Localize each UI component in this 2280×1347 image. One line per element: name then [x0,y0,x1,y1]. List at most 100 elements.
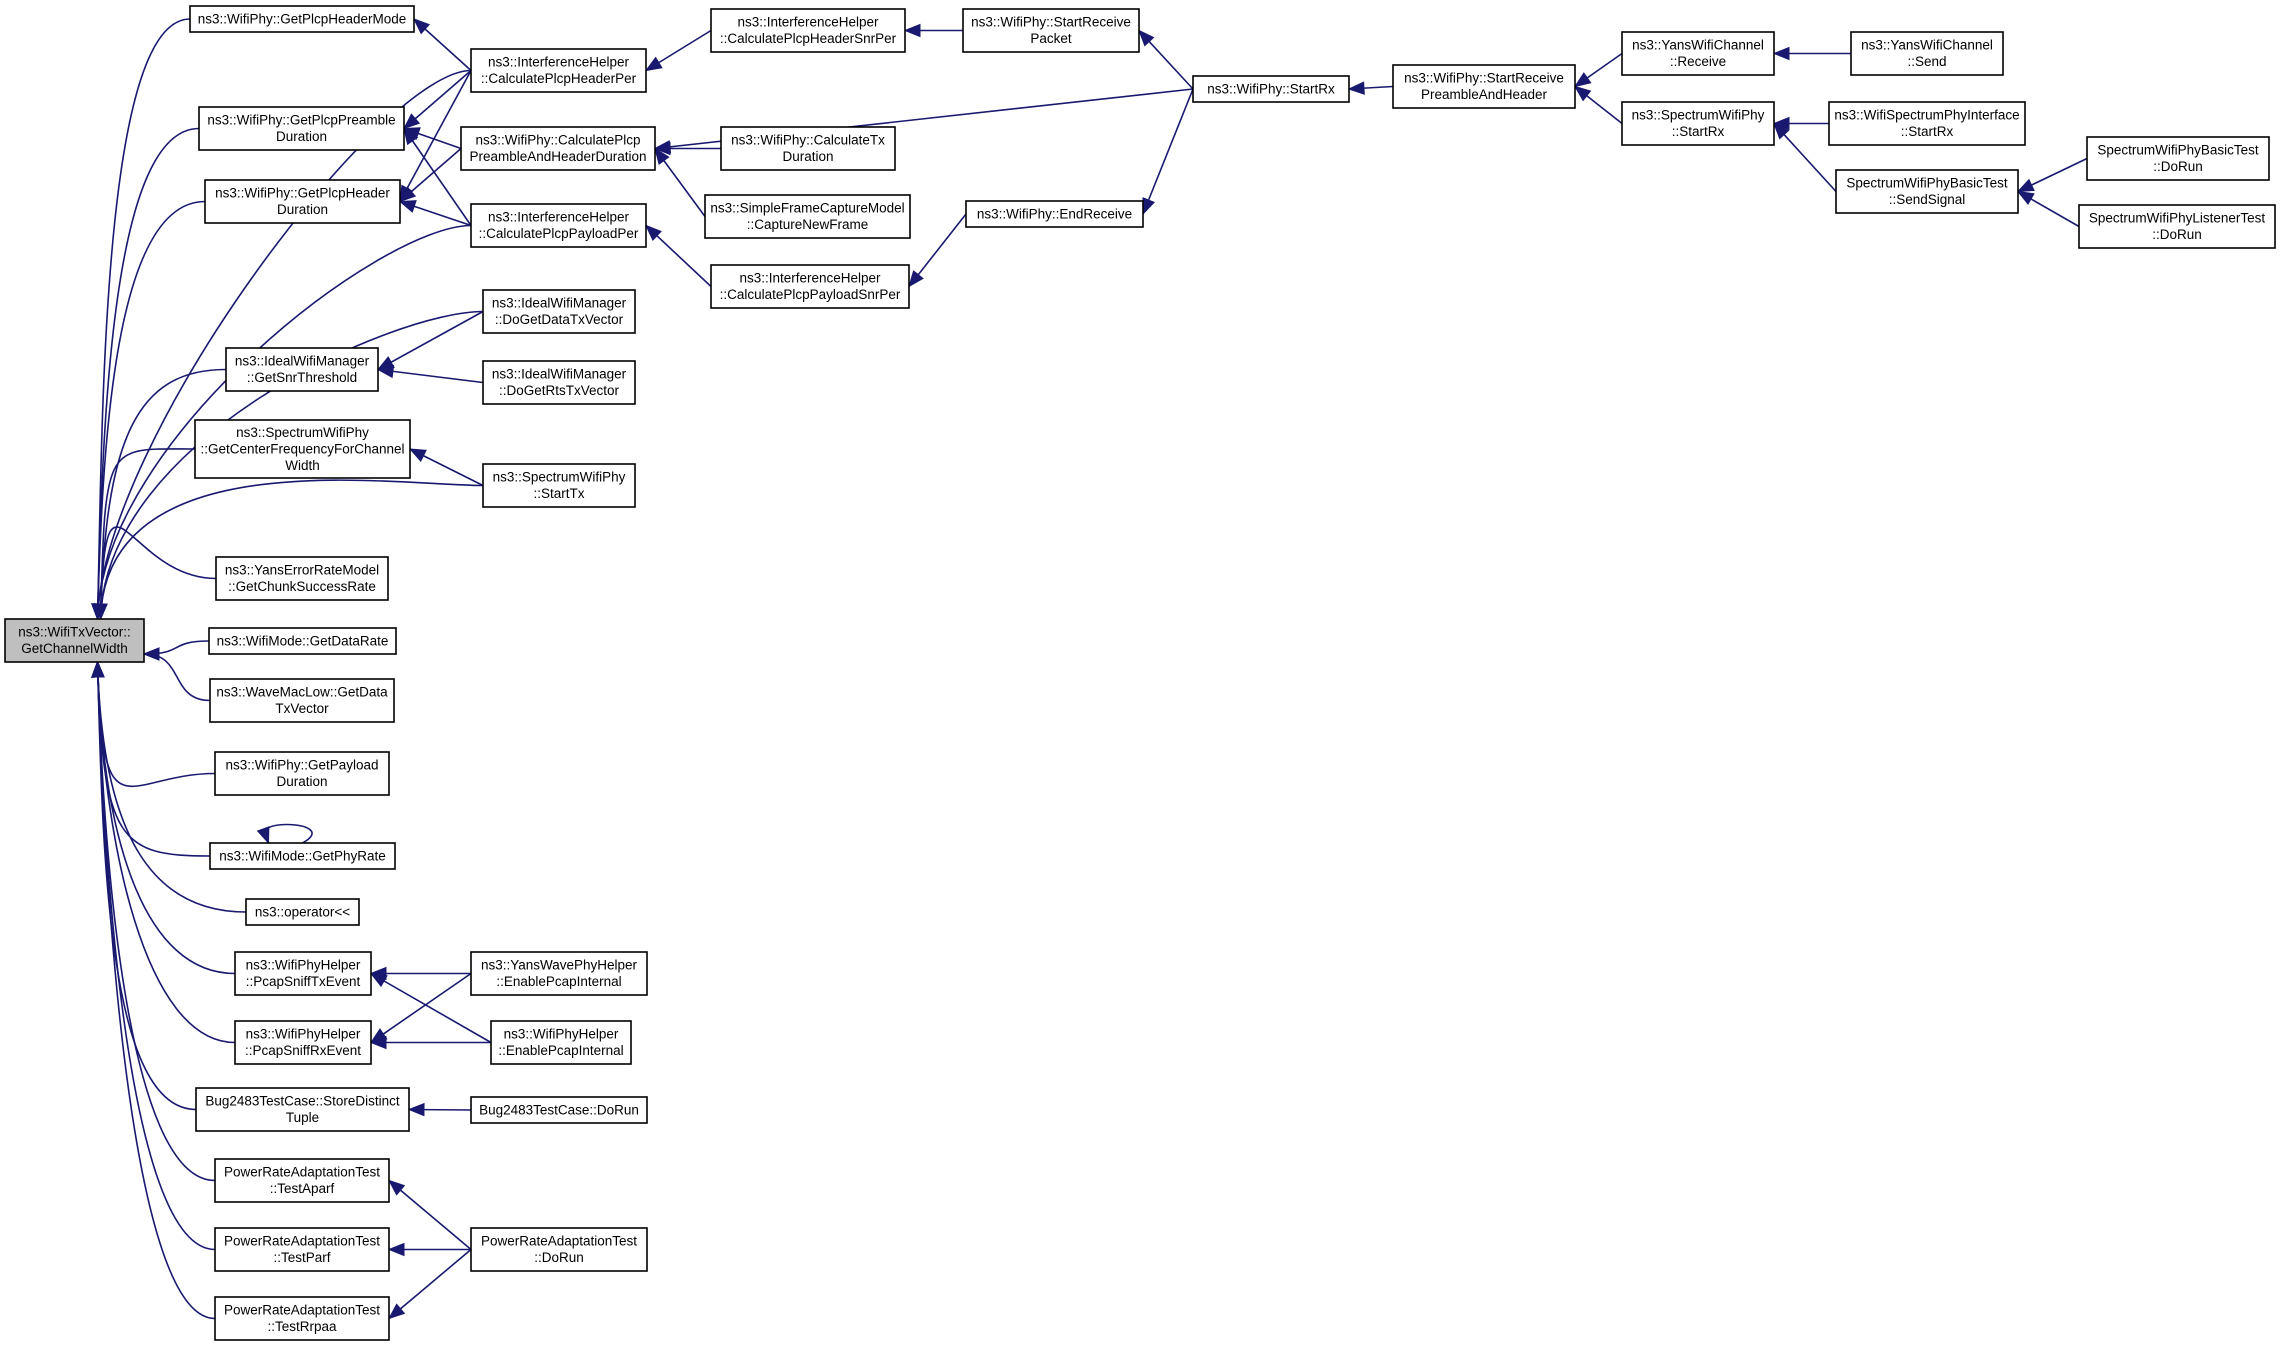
node-label-line: Duration [276,774,327,789]
node-waveGetDataTxVector[interactable]: ns3::WaveMacLow::GetDataTxVector [209,678,395,723]
node-yansChannelReceive[interactable]: ns3::YansWifiChannel::Receive [1621,31,1775,76]
node-box [195,1087,410,1132]
node-testRrpaa[interactable]: PowerRateAdaptationTest::TestRrpaa [214,1296,390,1341]
node-label-line: ::StartRx [1901,124,1954,139]
node-label-line: ns3::WifiPhyHelper [504,1027,619,1042]
node-label-line: PreambleAndHeader [1421,87,1548,102]
node-box [720,126,896,171]
node-label-line: Bug2483TestCase::StoreDistinct [205,1094,400,1109]
node-getCenterFreq[interactable]: ns3::SpectrumWifiPhy::GetCenterFrequency… [194,419,411,479]
node-label-line: ns3::operator<< [255,904,350,919]
node-box [209,678,395,723]
edge-getSnrThreshold-to-doGetDataTxVector [377,310,484,371]
node-box [198,106,405,151]
node-getDataRate[interactable]: ns3::WifiMode::GetDataRate [208,627,397,655]
node-label-line: ns3::YansWifiChannel [1632,38,1764,53]
edge-yansChannelReceive-to-yansChannelSend-arrowhead [1772,46,1790,61]
node-spectrumPhyStartRx[interactable]: ns3::SpectrumWifiPhy::StartRx [1621,101,1775,146]
node-label-line: ns3::SpectrumWifiPhy [1632,108,1765,123]
node-label-line: ::CalculatePlcpPayloadSnrPer [720,287,901,302]
node-box [1850,31,2004,76]
node-basicTestSendSignal[interactable]: SpectrumWifiPhyBasicTest::SendSignal [1835,169,2019,214]
node-getSnrThreshold[interactable]: ns3::IdealWifiManager::GetSnrThreshold [225,347,379,392]
node-basicTestDoRun[interactable]: SpectrumWifiPhyBasicTest::DoRun [2086,136,2270,181]
nodes-layer: ns3::WifiTxVector::GetChannelWidthns3::W… [4,5,2276,1341]
node-label-line: ::SendSignal [1889,192,1966,207]
edge-pcapSniffTx-to-wifiPhyHelperEnablePcap [370,972,492,1044]
node-box [194,419,411,479]
edge-root-to-doGetDataTxVector [99,310,484,620]
node-root[interactable]: ns3::WifiTxVector::GetChannelWidth [4,618,145,663]
node-label-line: Duration [782,149,833,164]
edge-root-to-waveGetDataTxVector-arrowhead [142,647,160,661]
node-pcapSniffRx[interactable]: ns3::WifiPhyHelper::PcapSniffRxEvent [234,1020,372,1065]
node-label-line: ns3::WifiSpectrumPhyInterface [1834,108,2019,123]
node-label-line: SpectrumWifiPhyListenerTest [2089,211,2266,226]
node-label-line: ns3::WifiPhy::StartRx [1207,81,1335,96]
edge-endReceive-to-wifiPhyStartRx-arrowhead [1142,197,1156,216]
node-listenerTestDoRun[interactable]: SpectrumWifiPhyListenerTest::DoRun [2078,204,2276,249]
node-testParf[interactable]: PowerRateAdaptationTest::TestParf [214,1227,390,1272]
node-label-line: ns3::WaveMacLow::GetData [216,685,388,700]
node-yansWaveEnablePcap[interactable]: ns3::YansWavePhyHelper::EnablePcapIntern… [470,951,648,996]
node-box [2086,136,2270,181]
node-calcPlcpPayloadSnrPer[interactable]: ns3::InterferenceHelper::CalculatePlcpPa… [710,264,910,309]
node-box [189,5,415,33]
node-label-line: ::DoRun [2152,227,2202,242]
edge-getSnrThreshold-to-doGetRtsTxVector [377,368,484,384]
node-label-line: PowerRateAdaptationTest [481,1234,637,1249]
node-wifiPhyStartRx[interactable]: ns3::WifiPhy::StartRx [1192,75,1350,103]
node-pcapSniffTx[interactable]: ns3::WifiPhyHelper::PcapSniffTxEvent [234,951,372,996]
node-yansChannelSend[interactable]: ns3::YansWifiChannel::Send [1850,31,2004,76]
edge-root-to-getPayloadDuration [96,661,216,788]
node-wifiPhyHelperEnablePcap[interactable]: ns3::WifiPhyHelper::EnablePcapInternal [490,1020,632,1065]
node-operatorLL[interactable]: ns3::operator<< [245,898,360,926]
node-getPhyRate[interactable]: ns3::WifiMode::GetPhyRate [209,842,396,870]
node-box [470,951,648,996]
node-spectrumInterfaceStartRx[interactable]: ns3::WifiSpectrumPhyInterface::StartRx [1828,101,2026,146]
node-box [1192,75,1350,103]
node-calcPlcpPreambleHdrDur[interactable]: ns3::WifiPhy::CalculatePlcpPreambleAndHe… [460,126,656,171]
node-endReceive[interactable]: ns3::WifiPhy::EndReceive [965,200,1144,228]
node-box [214,1158,390,1203]
node-calcPlcpPayloadPer[interactable]: ns3::InterferenceHelper::CalculatePlcpPa… [470,203,647,248]
node-label-line: ns3::IdealWifiManager [235,354,370,369]
edge-root-to-getPlcpHeaderDuration [96,200,206,620]
node-label-line: ::EnablePcapInternal [498,1043,623,1058]
node-calcPlcpHeaderSnrPer[interactable]: ns3::InterferenceHelper::CalculatePlcpHe… [710,8,906,53]
node-label-line: ::Receive [1670,54,1726,69]
node-calcPlcpHeaderPer[interactable]: ns3::InterferenceHelper::CalculatePlcpHe… [470,48,647,93]
node-spectrumStartTx[interactable]: ns3::SpectrumWifiPhy::StartTx [482,463,636,508]
node-label-line: ns3::WifiPhy::GetPlcpHeader [215,186,390,201]
node-label-line: ::CaptureNewFrame [747,217,869,232]
node-getPlcpHeaderMode[interactable]: ns3::WifiPhy::GetPlcpHeaderMode [189,5,415,33]
node-label-line: ns3::IdealWifiManager [492,367,627,382]
node-doGetDataTxVector[interactable]: ns3::IdealWifiManager::DoGetDataTxVector [482,289,636,334]
node-box [490,1020,632,1065]
node-label-line: ns3::WifiPhy::StartReceive [1404,71,1564,86]
node-doGetRtsTxVector[interactable]: ns3::IdealWifiManager::DoGetRtsTxVector [482,360,636,405]
node-testAparf[interactable]: PowerRateAdaptationTest::TestAparf [214,1158,390,1203]
node-box [1392,64,1576,109]
node-bugDoRun[interactable]: Bug2483TestCase::DoRun [470,1096,648,1124]
node-box [1621,101,1775,146]
node-label-line: ns3::WifiPhyHelper [246,958,361,973]
node-getChunkSuccessRate[interactable]: ns3::YansErrorRateModel::GetChunkSuccess… [215,556,389,601]
edge-spectrumPhyStartRx-to-basicTestSendSignal-arrowhead [1773,122,1790,140]
node-label-line: ns3::WifiTxVector:: [18,625,131,640]
node-box [965,200,1144,228]
node-powerDoRun[interactable]: PowerRateAdaptationTest::DoRun [470,1227,648,1272]
node-startReceivePreamble[interactable]: ns3::WifiPhy::StartReceivePreambleAndHea… [1392,64,1576,109]
node-label-line: ::CalculatePlcpPayloadPer [479,226,639,241]
node-label-line: ::DoRun [534,1250,584,1265]
edge-root-to-testRrpaa [96,661,216,1320]
node-box [234,951,372,996]
node-captureNewFrame[interactable]: ns3::SimpleFrameCaptureModel::CaptureNew… [704,194,911,239]
